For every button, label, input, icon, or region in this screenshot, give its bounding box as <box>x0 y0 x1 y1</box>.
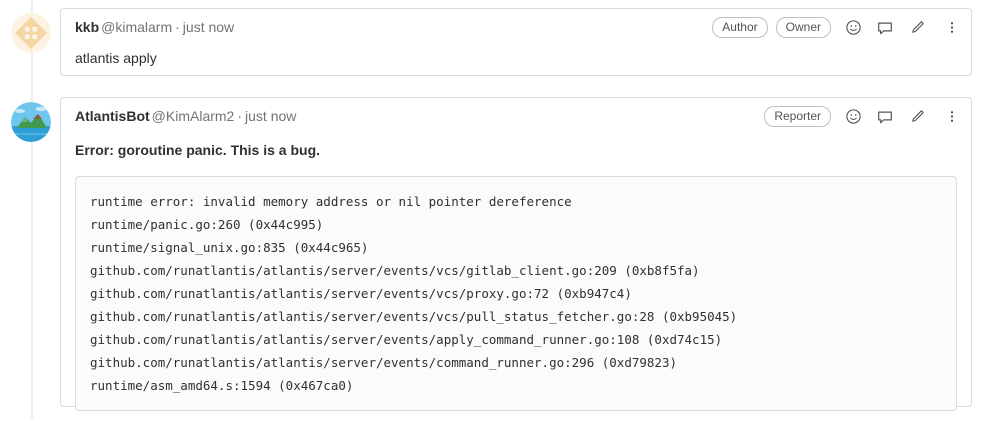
note-timestamp[interactable]: just now <box>182 19 235 35</box>
comment-text: atlantis apply <box>75 50 157 66</box>
code-line: github.com/runatlantis/atlantis/server/e… <box>90 309 738 324</box>
comment-note-2: AtlantisBot@KimAlarm2·just now Reporter <box>60 97 972 411</box>
author-handle[interactable]: @kimalarm <box>101 19 173 35</box>
thread-connector-line <box>31 0 33 419</box>
code-line: runtime/panic.go:260 (0x44c995) <box>90 217 324 232</box>
avatar-kkb[interactable] <box>11 13 51 53</box>
meta-separator: · <box>237 108 243 124</box>
reply-comment-icon[interactable] <box>875 107 895 127</box>
comment-note-1: kkb@kimalarm·just now Author Owner <box>60 8 972 76</box>
meta-separator: · <box>175 19 180 35</box>
emoji-reaction-icon[interactable] <box>843 107 863 127</box>
code-line: github.com/runatlantis/atlantis/server/e… <box>90 332 723 347</box>
code-line: runtime error: invalid memory address or… <box>90 194 572 209</box>
code-line: runtime/asm_amd64.s:1594 (0x467ca0) <box>90 378 354 393</box>
author-name[interactable]: kkb <box>75 19 100 35</box>
note-body-1: atlantis apply <box>61 41 971 81</box>
code-line: github.com/runatlantis/atlantis/server/e… <box>90 286 632 301</box>
badge-reporter: Reporter <box>764 106 831 127</box>
code-line: github.com/runatlantis/atlantis/server/e… <box>90 355 677 370</box>
code-line: runtime/signal_unix.go:835 (0x44c965) <box>90 240 369 255</box>
note-actions-1: Author Owner <box>712 17 959 38</box>
note-header-1: kkb@kimalarm·just now Author Owner <box>61 9 971 41</box>
note-actions-2: Reporter <box>764 106 959 127</box>
badge-author: Author <box>712 17 768 38</box>
author-handle[interactable]: @KimAlarm2 <box>151 108 235 124</box>
identicon-avatar-icon <box>11 13 51 53</box>
note-timestamp[interactable]: just now <box>245 108 297 124</box>
note-body-2: Error: goroutine panic. This is a bug. r… <box>61 130 971 423</box>
more-actions-icon[interactable] <box>945 18 959 38</box>
error-title: Error: goroutine panic. This is a bug. <box>75 142 321 158</box>
avatar-atlantisbot[interactable] <box>11 102 51 142</box>
author-name[interactable]: AtlantisBot <box>75 108 150 124</box>
reply-comment-icon[interactable] <box>875 18 895 38</box>
note-header-2: AtlantisBot@KimAlarm2·just now Reporter <box>61 98 971 130</box>
code-line: github.com/runatlantis/atlantis/server/e… <box>90 263 700 278</box>
island-photo-avatar-icon <box>11 102 51 142</box>
edit-pencil-icon[interactable] <box>907 18 927 38</box>
more-actions-icon[interactable] <box>945 107 959 127</box>
edit-pencil-icon[interactable] <box>907 107 927 127</box>
stack-trace-code-block: runtime error: invalid memory address or… <box>75 176 957 411</box>
emoji-reaction-icon[interactable] <box>843 18 863 38</box>
badge-owner: Owner <box>775 17 831 38</box>
